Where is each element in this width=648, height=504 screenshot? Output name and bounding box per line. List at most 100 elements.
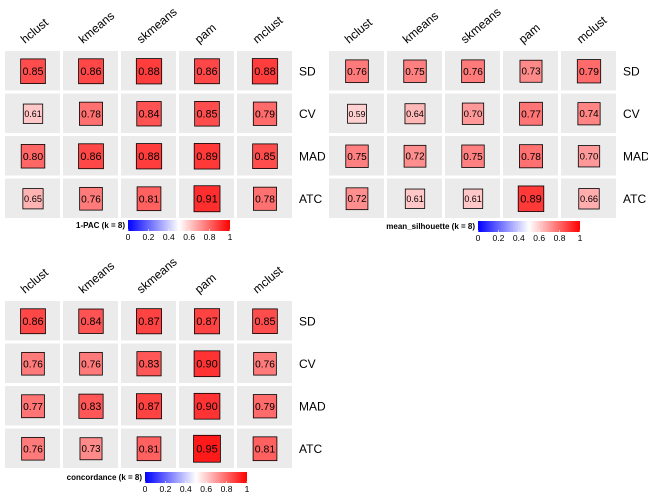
column-label: skmeans <box>134 255 180 297</box>
legend-tick-label: 0.8 <box>204 232 216 242</box>
cell-value-label: 0.83 <box>139 358 160 370</box>
legend-title: 1-PAC (k = 8) <box>76 221 125 230</box>
heatmap-cell <box>252 308 278 334</box>
cell-value-label: 0.61 <box>464 194 481 204</box>
cell-value-label: 0.86 <box>80 151 101 163</box>
heatmap-cell <box>461 59 485 84</box>
cell-value-label: 0.80 <box>23 152 43 163</box>
cell-value-label: 0.86 <box>196 66 217 78</box>
cell-value-label: 0.77 <box>521 109 541 120</box>
heatmap-cell <box>519 59 543 83</box>
heatmap-cell <box>136 436 162 462</box>
heatmap-cell <box>79 437 103 461</box>
heatmap-cell <box>79 186 103 211</box>
cell-value-label: 0.77 <box>23 402 43 413</box>
legend-title: concordance (k = 8) <box>67 473 143 482</box>
column-label: hclust <box>342 15 376 46</box>
column-label: hclust <box>18 15 52 46</box>
cell-value-label: 0.81 <box>139 443 160 455</box>
heatmap-cell <box>194 58 220 85</box>
legend-tick-label: 0.2 <box>492 233 504 243</box>
heatmap-cell <box>194 101 220 127</box>
heatmap-cell <box>20 144 46 169</box>
heatmap-cell <box>193 392 221 420</box>
row-label: ATC <box>299 192 322 206</box>
cell-value-label: 0.88 <box>254 66 275 78</box>
cell-value-label: 0.90 <box>196 359 217 371</box>
row-label: SD <box>299 64 316 78</box>
heatmap-cell <box>519 101 543 126</box>
heatmap-cell <box>404 103 426 125</box>
legend-tick-label: 0.4 <box>180 484 192 494</box>
cell-value-label: 0.61 <box>24 109 41 119</box>
heatmap-cell <box>253 186 277 211</box>
heatmap-cell <box>347 103 367 124</box>
cell-value-label: 0.88 <box>138 151 159 163</box>
cell-value-label: 0.90 <box>196 401 217 413</box>
cell-value-label: 0.61 <box>406 194 423 204</box>
cell-value-label: 0.76 <box>255 359 275 370</box>
cell-value-label: 0.79 <box>255 109 275 120</box>
heatmap-cell <box>136 351 162 377</box>
legend-title: mean_silhouette (k = 8) <box>386 222 475 231</box>
cell-value-label: 0.75 <box>463 152 483 163</box>
column-label: kmeans <box>400 9 441 47</box>
heatmap-cell <box>577 145 601 168</box>
heatmap-cell <box>79 101 103 126</box>
heatmap-cell <box>136 186 162 212</box>
row-label: MAD <box>299 149 326 163</box>
cell-value-label: 0.86 <box>22 316 43 328</box>
row-label: MAD <box>299 399 326 413</box>
heatmap-cell <box>21 351 45 376</box>
column-label: hclust <box>18 265 52 296</box>
cell-value-label: 0.78 <box>81 109 101 120</box>
heatmap-cell <box>135 58 163 85</box>
cell-value-label: 0.85 <box>22 66 43 78</box>
heatmap-cell <box>345 187 369 211</box>
legend-tick-label: 0 <box>126 232 131 242</box>
cell-value-label: 0.78 <box>521 152 541 163</box>
heatmap-cell <box>135 143 163 170</box>
cell-value-label: 0.74 <box>579 109 599 120</box>
cell-value-label: 0.83 <box>81 401 102 413</box>
legend-tick-label: 0.4 <box>513 233 525 243</box>
heatmap-cell <box>404 188 426 209</box>
heatmap-cell <box>345 144 369 168</box>
cell-value-label: 0.89 <box>520 194 541 206</box>
cell-value-label: 0.79 <box>579 67 599 78</box>
legend-gradient-bar <box>128 220 230 231</box>
heatmap-cell <box>576 59 602 84</box>
row-label: MAD <box>623 149 648 163</box>
cell-value-label: 0.59 <box>349 109 366 119</box>
cell-value-label: 0.78 <box>255 194 275 205</box>
row-label: ATC <box>299 442 322 456</box>
cell-value-label: 0.79 <box>255 402 275 413</box>
cell-value-label: 0.76 <box>463 67 483 78</box>
heatmap-cell <box>577 102 601 126</box>
cell-value-label: 0.85 <box>254 151 275 163</box>
heatmap-cell <box>136 101 162 127</box>
heatmap-cell <box>193 434 221 463</box>
heatmap-cell <box>517 185 545 212</box>
heatmap-cell <box>78 308 104 334</box>
heatmap-cell <box>79 351 103 376</box>
heatmap-cell <box>136 393 162 420</box>
legend-tick-label: 0 <box>143 484 148 494</box>
heatmap-cell <box>253 351 277 376</box>
heatmap-cell <box>22 188 44 210</box>
heatmap-cell <box>403 59 427 83</box>
heatmap-cell <box>461 102 485 125</box>
row-label: CV <box>623 107 640 121</box>
heatmap-cell <box>252 101 278 126</box>
legend-tick-label: 0.6 <box>200 484 212 494</box>
row-label: SD <box>299 314 316 328</box>
legend-tick-label: 1 <box>578 233 583 243</box>
heatmap-cell <box>78 58 104 85</box>
legend-tick-label: 0 <box>476 233 481 243</box>
heatmap-cell <box>136 308 162 335</box>
